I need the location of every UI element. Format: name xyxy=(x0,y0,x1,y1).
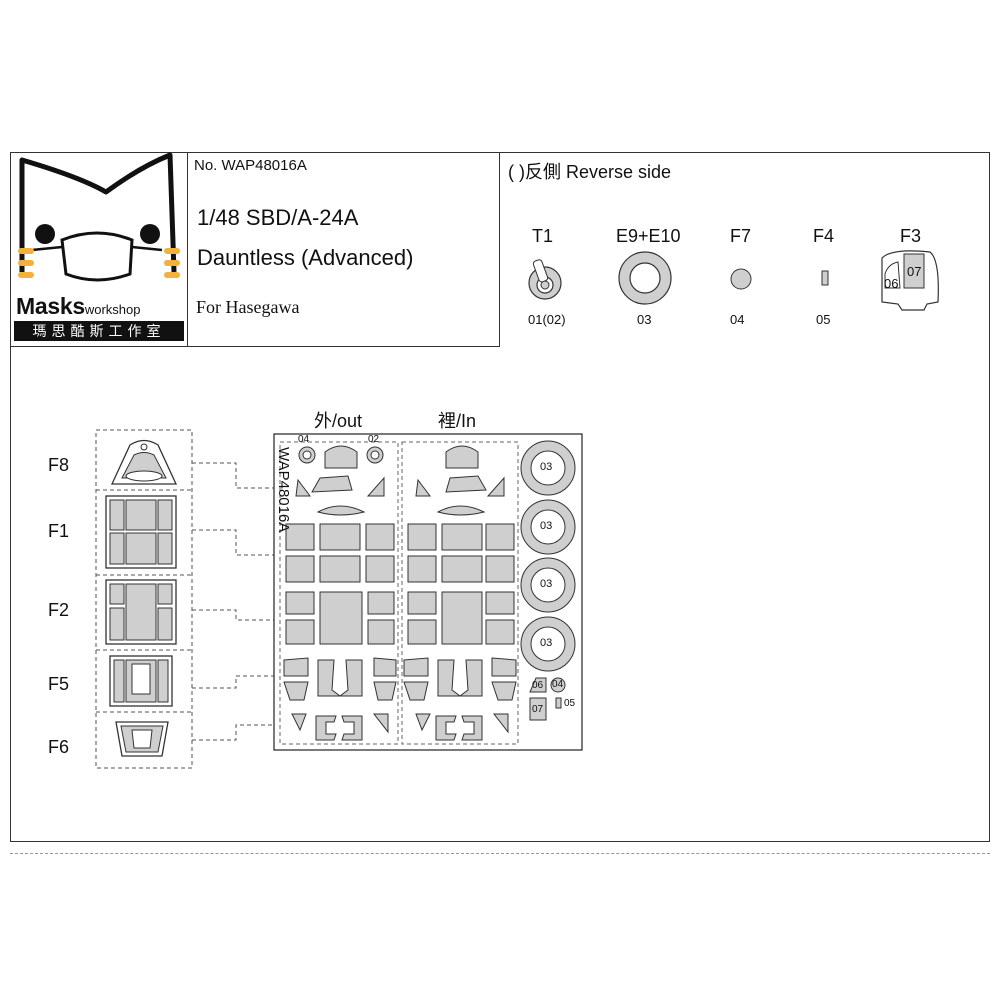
part-code-f7: 04 xyxy=(730,312,745,327)
for-kit-label: For Hasegawa xyxy=(196,297,300,317)
e9e10-part-icon xyxy=(618,251,672,305)
f3-code-b: 07 xyxy=(907,264,922,279)
f3-part-icon xyxy=(881,250,939,311)
part-name-f3: F3 xyxy=(900,226,922,246)
reverse-parts-drawings xyxy=(528,250,939,311)
ring-code-4: 03 xyxy=(540,637,553,649)
part-code-e9e10: 03 xyxy=(637,312,652,327)
part-name-f4: F4 xyxy=(813,226,835,246)
part-code-f4: 05 xyxy=(816,312,831,327)
product-title-line1: 1/48 SBD/A-24A xyxy=(197,205,359,230)
logo-word-sub: workshop xyxy=(84,302,141,317)
catalog-number: No. WAP48016A xyxy=(194,157,307,174)
logo-wordmark: Masksworkshop xyxy=(16,293,140,320)
part-name-t1: T1 xyxy=(532,226,554,246)
side-code-07: 07 xyxy=(532,704,544,715)
header-panel xyxy=(10,152,500,347)
logo-panel xyxy=(10,152,188,347)
ring-code-3: 03 xyxy=(540,578,553,590)
reverse-side-label: ( )反側 Reverse side xyxy=(508,162,672,182)
side-code-06: 06 xyxy=(532,680,544,691)
row-label-f1: F1 xyxy=(48,521,70,541)
logo-chinese-name: 瑪思酷斯工作室 xyxy=(14,321,184,341)
small-code-02: 02 xyxy=(368,434,380,445)
f3-code-a: 06 xyxy=(884,276,899,291)
cut-line xyxy=(10,853,990,854)
column-out-label: 外/out xyxy=(314,411,363,431)
row-label-f8: F8 xyxy=(48,455,70,475)
side-code-04: 04 xyxy=(552,679,564,690)
product-title-line2: Dauntless (Advanced) xyxy=(197,245,414,270)
instruction-sheet xyxy=(10,152,990,842)
row-label-f5: F5 xyxy=(48,674,70,694)
row-label-f2: F2 xyxy=(48,600,70,620)
logo-cat-icon xyxy=(18,152,180,282)
part-name-f7: F7 xyxy=(730,226,752,246)
ring-code-1: 03 xyxy=(540,461,553,473)
t1-part-icon xyxy=(528,259,562,300)
part-code-t1: 01(02) xyxy=(528,312,566,327)
side-code-05: 05 xyxy=(564,698,576,709)
sheet-vertical-code: WAP48016A xyxy=(275,447,292,533)
part-name-e9e10: E9+E10 xyxy=(616,226,681,246)
row-label-f6: F6 xyxy=(48,737,70,757)
small-code-04: 04 xyxy=(298,434,310,445)
column-in-label: 裡/In xyxy=(438,411,477,431)
logo-word-main: Masks xyxy=(16,293,85,319)
ring-code-2: 03 xyxy=(540,520,553,532)
f4-part-icon xyxy=(821,270,829,286)
f7-part-icon xyxy=(730,268,752,290)
